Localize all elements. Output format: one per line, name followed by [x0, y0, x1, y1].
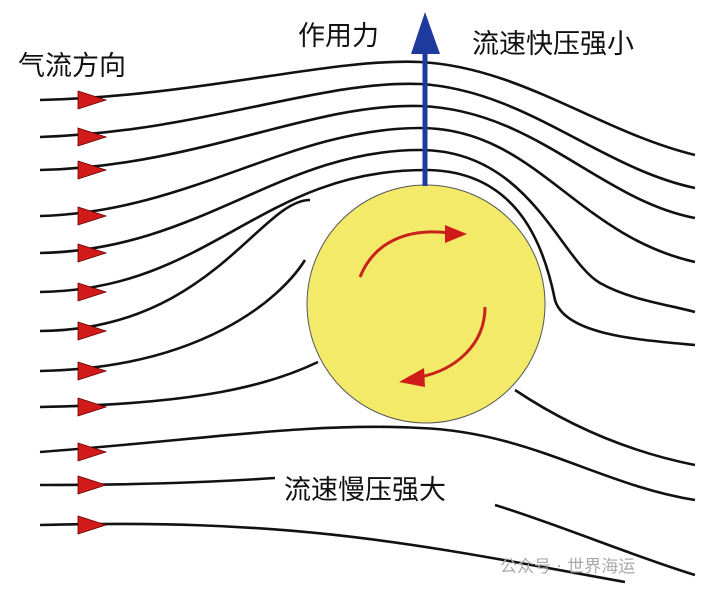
airflow-direction-label: 气流方向: [16, 44, 128, 83]
streamline: [39, 126, 696, 264]
rotation-arrow-icon: [358, 225, 487, 387]
streamline: [39, 104, 696, 220]
force-arrow-icon: [411, 12, 440, 186]
streamline: [39, 522, 626, 584]
streamline: [494, 503, 696, 577]
slow-high-pressure-label: 流速慢压强大: [282, 468, 448, 507]
flow-arrow-icon: [77, 475, 108, 495]
flow-arrow-icon: [77, 442, 108, 462]
flow-arrow-icon: [77, 397, 108, 417]
flow-arrow-icon: [77, 160, 108, 180]
fast-low-pressure-label: 流速快压强小: [472, 29, 634, 60]
flow-arrow-icon: [77, 90, 108, 110]
flow-arrow-icon: [77, 321, 108, 341]
force-label: 作用力: [298, 21, 379, 52]
spinning-ball: [306, 184, 546, 424]
flow-arrow-icon: [77, 282, 108, 302]
streamline: [39, 198, 311, 333]
inflow-arrows: [77, 90, 108, 535]
flow-arrow-icon: [77, 127, 108, 147]
streamline: [39, 259, 307, 373]
streamline: [39, 82, 696, 190]
flow-arrow-icon: [77, 515, 108, 535]
streamline: [39, 168, 696, 347]
flow-arrow-icon: [77, 206, 108, 226]
streamline: [514, 388, 696, 467]
flow-arrow-icon: [77, 361, 108, 381]
watermark: 公众号 · 世界海运: [500, 557, 636, 577]
streamline: [39, 60, 696, 157]
streamline: [39, 425, 696, 502]
flow-arrow-icon: [77, 243, 108, 263]
streamline: [39, 476, 276, 487]
streamline: [39, 148, 696, 314]
